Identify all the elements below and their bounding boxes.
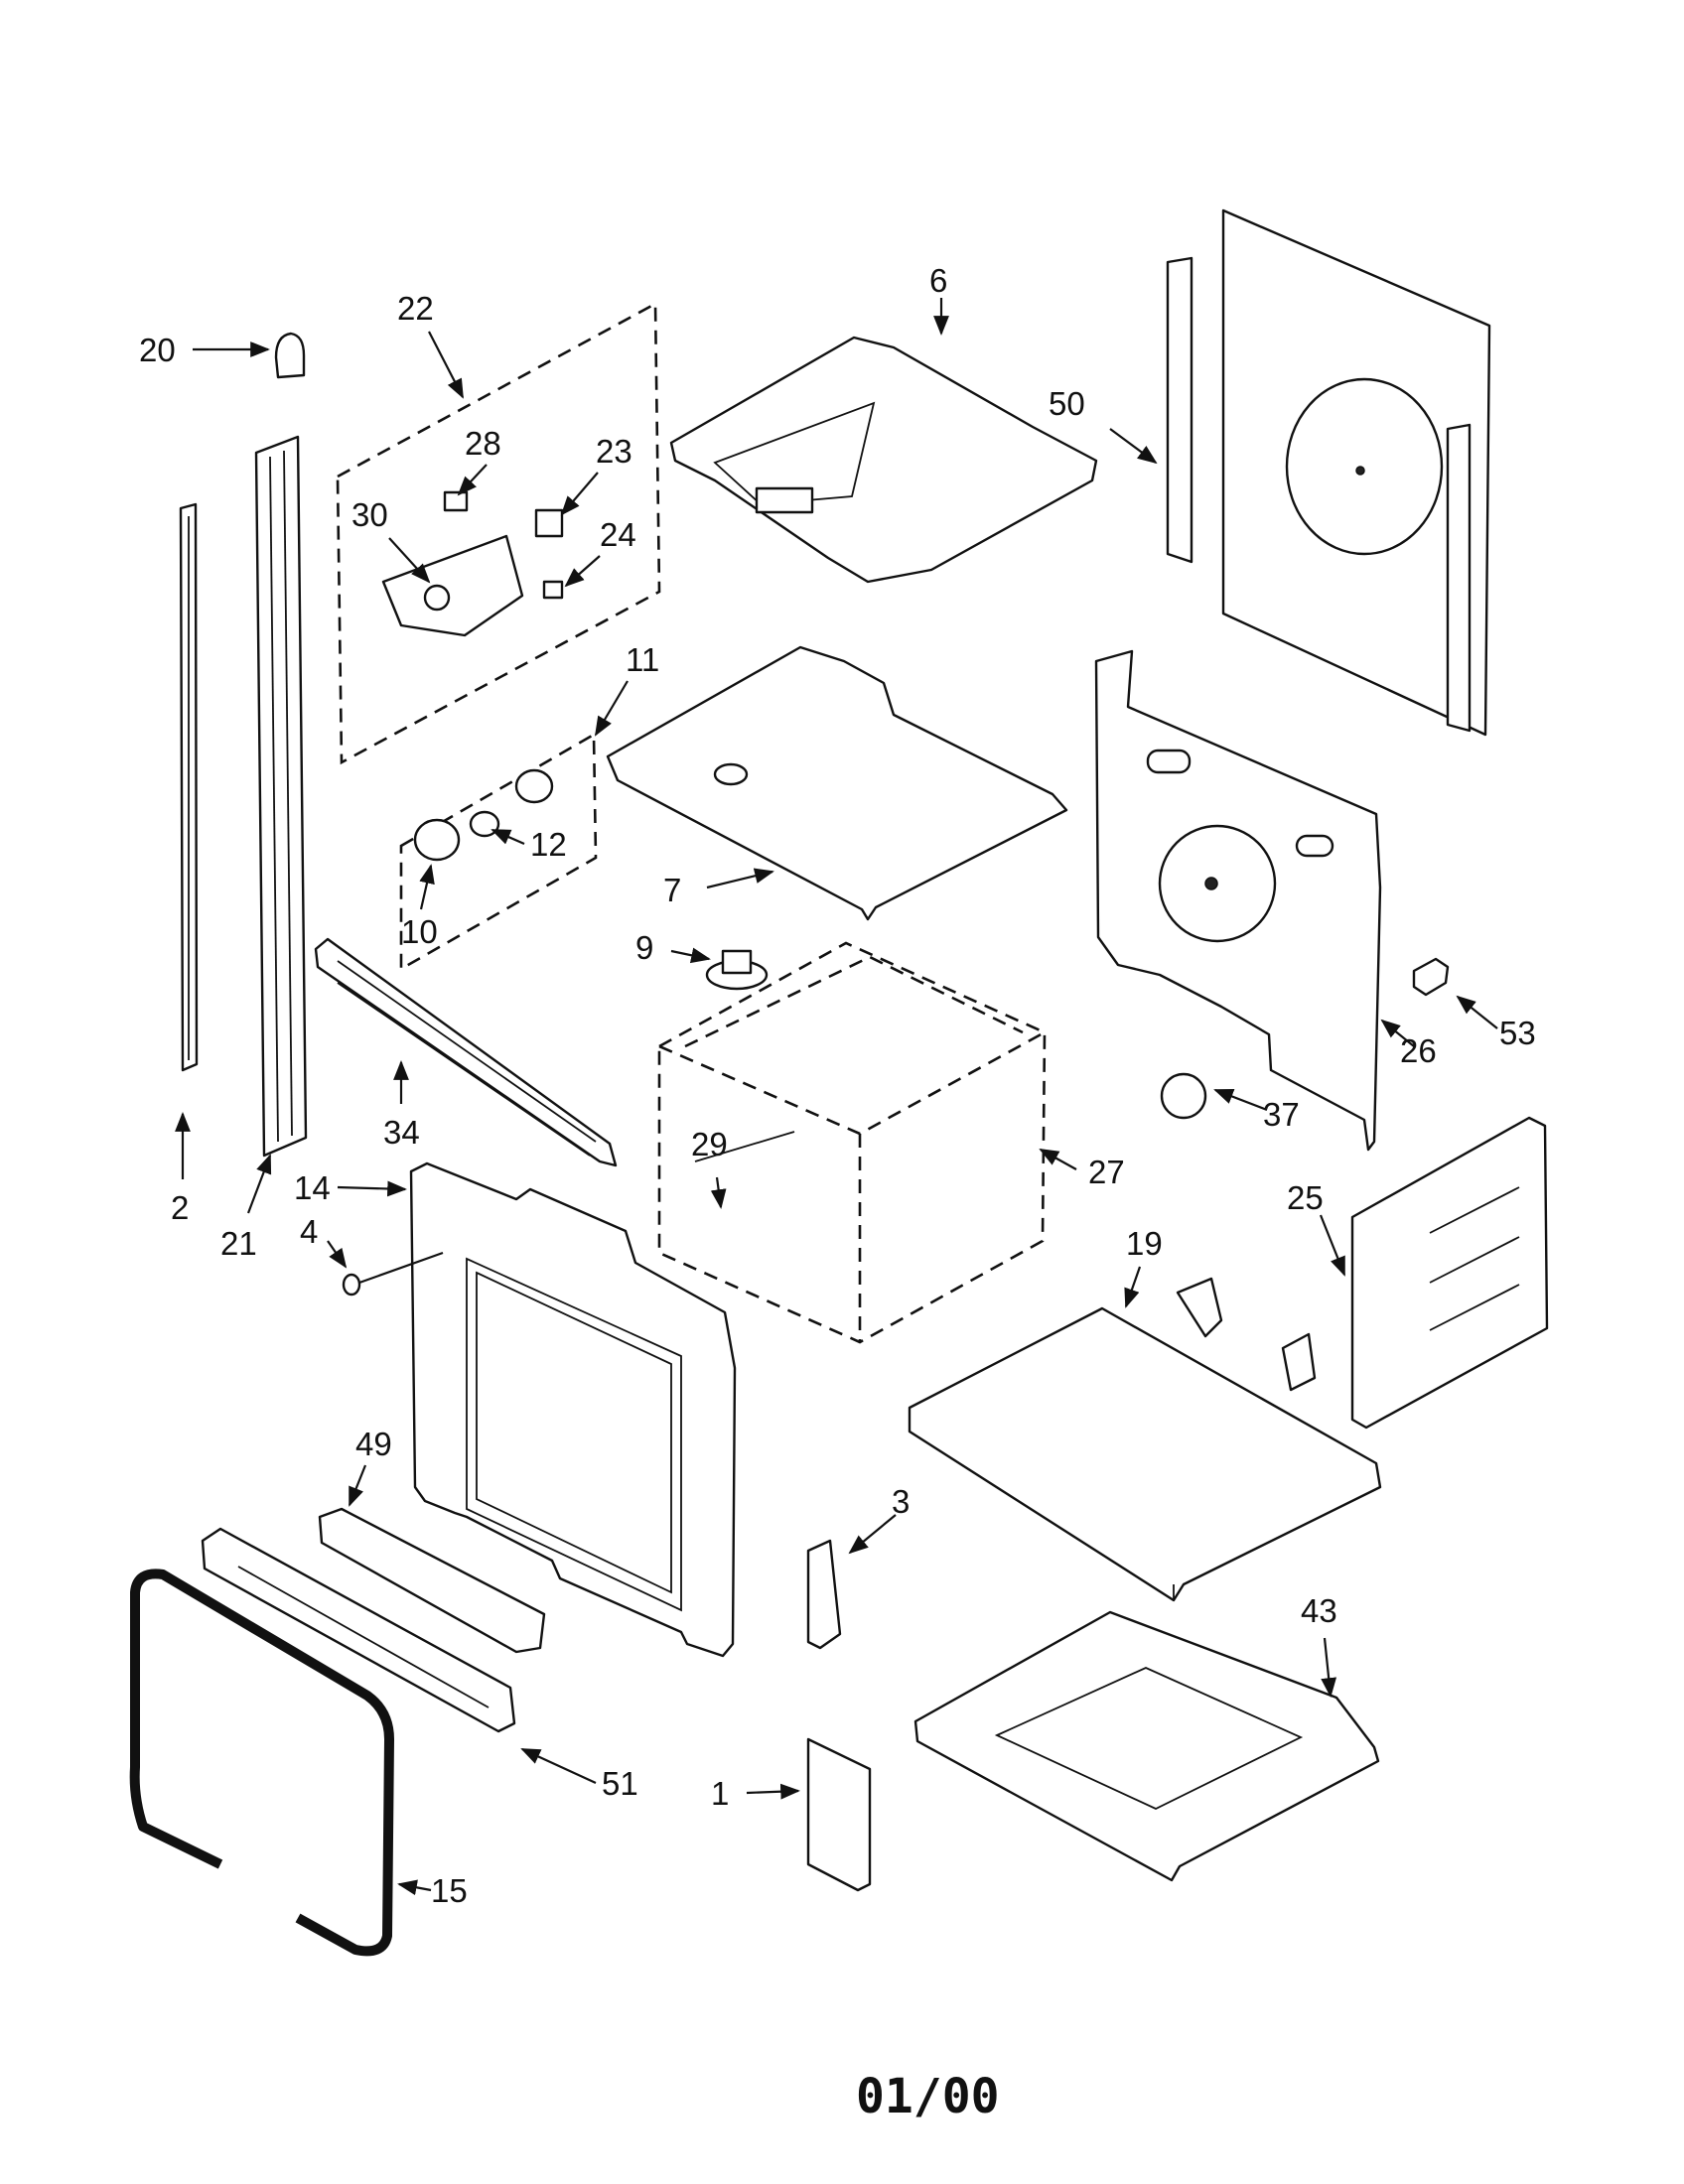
part-3-bracket: 3 (806, 1483, 910, 1650)
part-14-front-frame: 14 (294, 1161, 737, 1658)
part-21-side-channel: 21 (220, 435, 308, 1262)
part-51-lower-vent: 51 (201, 1527, 638, 1802)
part-15-door-gasket: 15 (129, 1569, 468, 1957)
part-6-top-shield: 6 (669, 262, 1098, 584)
callout-12: 12 (530, 826, 567, 863)
callout-9: 9 (635, 929, 653, 966)
callout-28: 28 (465, 425, 501, 462)
part-19-base-plate: 19 (908, 1225, 1382, 1602)
callout-11: 11 (626, 641, 659, 678)
callout-7: 7 (663, 872, 681, 908)
part-9-sensor: 9 (635, 929, 769, 991)
callout-21: 21 (220, 1225, 257, 1262)
part-1-block: 1 (711, 1737, 872, 1892)
callout-34: 34 (383, 1114, 420, 1151)
callout-29: 29 (691, 1126, 728, 1162)
part-27-oven-cavity: 27 29 (657, 941, 1125, 1344)
callout-6: 6 (929, 262, 947, 299)
part-49-trim-bar: 49 (318, 1426, 546, 1654)
callout-1: 1 (711, 1775, 729, 1812)
callout-37: 37 (1263, 1096, 1300, 1133)
part-20-end-cap: 20 (139, 332, 306, 379)
part-25-side-cover: 25 (1287, 1116, 1549, 1430)
callout-51: 51 (602, 1765, 638, 1802)
callout-3: 3 (892, 1483, 910, 1520)
callout-4: 4 (300, 1213, 318, 1250)
part-11-light-assembly: 11 12 10 (399, 641, 659, 972)
part-22-control-bracket-assembly: 22 28 23 30 24 (336, 290, 661, 765)
callout-20: 20 (139, 332, 176, 368)
part-34-vent-grille: 34 (314, 937, 618, 1167)
callout-14: 14 (294, 1169, 331, 1206)
footer-code: 01/00 (856, 2069, 1000, 2124)
part-53-clip: 53 (1412, 957, 1536, 1051)
part-50-back-panel: 50 (1049, 208, 1491, 737)
part-2-side-trim: 2 (171, 502, 199, 1226)
callout-2: 2 (171, 1189, 189, 1226)
callout-15: 15 (431, 1872, 468, 1909)
callout-30: 30 (351, 496, 388, 533)
callout-25: 25 (1287, 1179, 1324, 1216)
part-43-bottom-tray: 43 (913, 1592, 1380, 1882)
callout-50: 50 (1049, 385, 1085, 422)
callout-23: 23 (596, 433, 632, 470)
part-4-screw: 4 (300, 1213, 444, 1297)
callout-26: 26 (1400, 1032, 1437, 1069)
callout-27: 27 (1088, 1154, 1125, 1190)
part-7-top-cover: 7 (606, 645, 1068, 921)
callout-19: 19 (1126, 1225, 1163, 1262)
callout-43: 43 (1301, 1592, 1337, 1629)
part-26-side-panel: 26 (1094, 649, 1437, 1152)
callout-22: 22 (397, 290, 434, 327)
callout-10: 10 (401, 913, 438, 950)
callout-49: 49 (355, 1426, 392, 1462)
callout-53: 53 (1499, 1015, 1536, 1051)
part-37-sensor-mount: 37 (1160, 1072, 1300, 1133)
callout-24: 24 (600, 516, 636, 553)
